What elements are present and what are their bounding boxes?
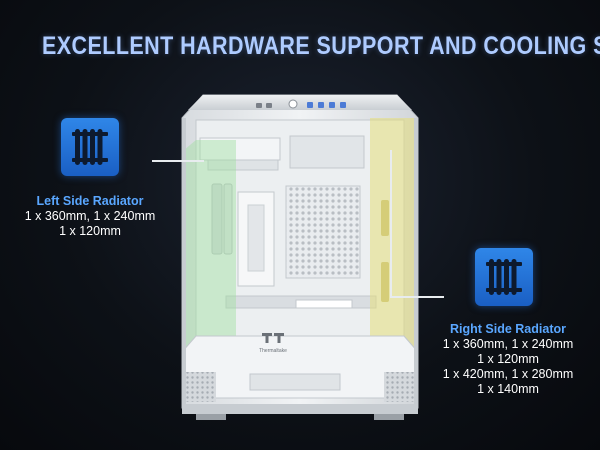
right-radiator-spec-3: 1 x 420mm, 1 x 280mm (442, 367, 574, 381)
right-connector-line-vertical (390, 150, 392, 298)
radiator-icon (475, 248, 533, 306)
left-radiator-title: Left Side Radiator (36, 194, 144, 208)
left-radiator-spec-1: 1 x 360mm, 1 x 240mm (24, 209, 156, 223)
right-radiator-spec-1: 1 x 360mm, 1 x 240mm (442, 337, 574, 351)
page-title: EXCELLENT HARDWARE SUPPORT AND COOLING S… (42, 32, 600, 60)
thermaltake-logo (262, 333, 284, 343)
right-radiator-title: Right Side Radiator (450, 322, 566, 336)
case-logo-text: Thermaltake (259, 348, 287, 354)
radiator-icon (61, 118, 119, 176)
right-connector-line-horizontal (390, 296, 444, 298)
right-radiator-spec-2: 1 x 120mm (477, 352, 539, 366)
right-radiator-label: Right Side Radiator 1 x 360mm, 1 x 240mm… (428, 322, 588, 397)
right-radiator-spec-4: 1 x 140mm (477, 382, 539, 396)
left-radiator-spec-2: 1 x 120mm (59, 224, 121, 238)
left-radiator-label: Left Side Radiator 1 x 360mm, 1 x 240mm … (12, 194, 168, 239)
left-connector-line (152, 160, 204, 162)
